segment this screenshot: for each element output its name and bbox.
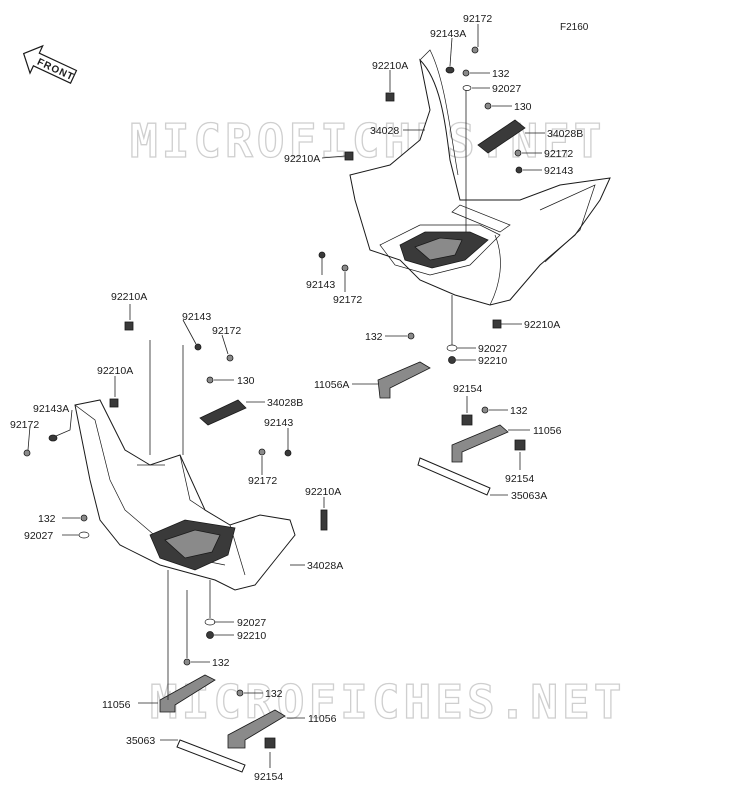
label-92210A-top: 92210A (372, 60, 408, 72)
bolt-130-left (206, 376, 214, 384)
label-132-left: 132 (38, 513, 56, 525)
bracket-11056A (377, 361, 431, 399)
nut-92143-left2 (284, 449, 292, 457)
nut-92143A-top (445, 66, 455, 74)
bolt-92172-left3 (258, 448, 266, 456)
label-11056-bot2: 11056 (308, 713, 337, 725)
label-92027-bot: 92027 (237, 617, 266, 629)
strap-35063A (417, 457, 491, 496)
label-92172-left2: 92172 (10, 419, 39, 431)
label-132-top: 132 (492, 68, 510, 80)
label-34028A: 34028A (307, 560, 343, 572)
bolt-92172-top2 (514, 149, 522, 157)
washer-92027-bot (204, 618, 216, 626)
label-92172-left3: 92172 (248, 475, 277, 487)
label-132-mid: 132 (365, 331, 383, 343)
label-92172-left: 92172 (212, 325, 241, 337)
lower-left-assembly (23, 304, 328, 773)
label-92210A-right: 92210A (524, 319, 560, 331)
label-92154-r1: 92154 (453, 383, 482, 395)
bracket-11056-right (451, 424, 509, 463)
label-92210A-left3: 92210A (305, 486, 341, 498)
clip-92210A-right (492, 319, 502, 329)
label-92143-left: 92143 (182, 311, 211, 323)
clip-92210A-top (385, 92, 395, 102)
watermark-bottom: MICROFICHES.NET (150, 675, 625, 729)
watermark-top: MICROFICHES.NET (130, 114, 605, 168)
label-92172-top2: 92172 (544, 148, 573, 160)
bolt-92172-top (471, 46, 479, 54)
label-92143-mid: 92143 (306, 279, 335, 291)
nut-92143A-left (48, 434, 58, 442)
bolt-92154-r2 (514, 439, 526, 451)
bolt-132-bot2 (236, 689, 244, 697)
label-92210-bot: 92210 (237, 630, 266, 642)
label-35063: 35063 (126, 735, 155, 747)
label-92143-left2: 92143 (264, 417, 293, 429)
clip-92210A-left1 (124, 321, 134, 331)
front-arrow-icon: FRONT (22, 44, 78, 84)
bolt-92172-mid (341, 264, 349, 272)
label-92027-left: 92027 (24, 530, 53, 542)
label-92154-bot: 92154 (254, 771, 283, 783)
label-92027-mid: 92027 (478, 343, 507, 355)
label-92143A-left: 92143A (33, 403, 69, 415)
label-130-left: 130 (237, 375, 255, 387)
bracket-11056-bot (159, 674, 216, 713)
label-35063A: 35063A (511, 490, 547, 502)
label-92210-mid: 92210 (478, 355, 507, 367)
bolt-92172-left (226, 354, 234, 362)
clip-92210A-left2 (109, 398, 119, 408)
washer-92027-top (462, 85, 472, 91)
label-92172-mid: 92172 (333, 294, 362, 306)
label-130-top: 130 (514, 101, 532, 113)
upper-right-assembly (318, 24, 611, 496)
nut-92143-mid (318, 251, 326, 259)
label-92210A-left2: 92210A (97, 365, 133, 377)
label-92027-top: 92027 (492, 83, 521, 95)
strap-35063 (176, 739, 246, 773)
diagram-code: F2160 (560, 22, 589, 33)
label-34028: 34028 (370, 125, 399, 137)
label-92210A-left1: 92210A (111, 291, 147, 303)
label-92154-r2: 92154 (505, 473, 534, 485)
label-11056-bot: 11056 (102, 699, 131, 711)
bolt-132-mid (407, 332, 415, 340)
label-34028B-top: 34028B (547, 128, 583, 140)
bolt-132-top (462, 69, 470, 77)
clip-92210A-top2 (344, 151, 354, 161)
bolt-92154-bot (264, 737, 276, 749)
label-92143-top2: 92143 (544, 165, 573, 177)
label-92172-top: 92172 (463, 13, 492, 25)
label-132-bot2: 132 (265, 688, 283, 700)
bracket-11056-bot2 (227, 709, 286, 749)
clip-92210A-left3 (320, 509, 328, 531)
label-92210A-top2: 92210A (284, 153, 320, 165)
part-labels: 92172 92143A 92210A 132 92027 130 34028 … (10, 13, 583, 783)
nut-92210-bot (206, 631, 214, 639)
nut-92143-top2 (515, 166, 523, 174)
bolt-132-bot (183, 658, 191, 666)
bolt-92154-r1 (461, 414, 473, 426)
nut-92210-mid (448, 356, 456, 364)
bolt-132-left (80, 514, 88, 522)
label-34028B-left: 34028B (267, 397, 303, 409)
label-92143A-top: 92143A (430, 28, 466, 40)
label-132-bot: 132 (212, 657, 230, 669)
washer-92027-left (78, 531, 90, 539)
label-132-r: 132 (510, 405, 528, 417)
label-11056A: 11056A (314, 379, 349, 391)
nut-92143-left (194, 343, 202, 351)
bolt-132-right (481, 406, 489, 414)
bolt-92172-left2 (23, 449, 31, 457)
bolt-130-top (484, 102, 492, 110)
label-11056-r: 11056 (533, 425, 562, 437)
washer-92027-mid (446, 344, 458, 352)
